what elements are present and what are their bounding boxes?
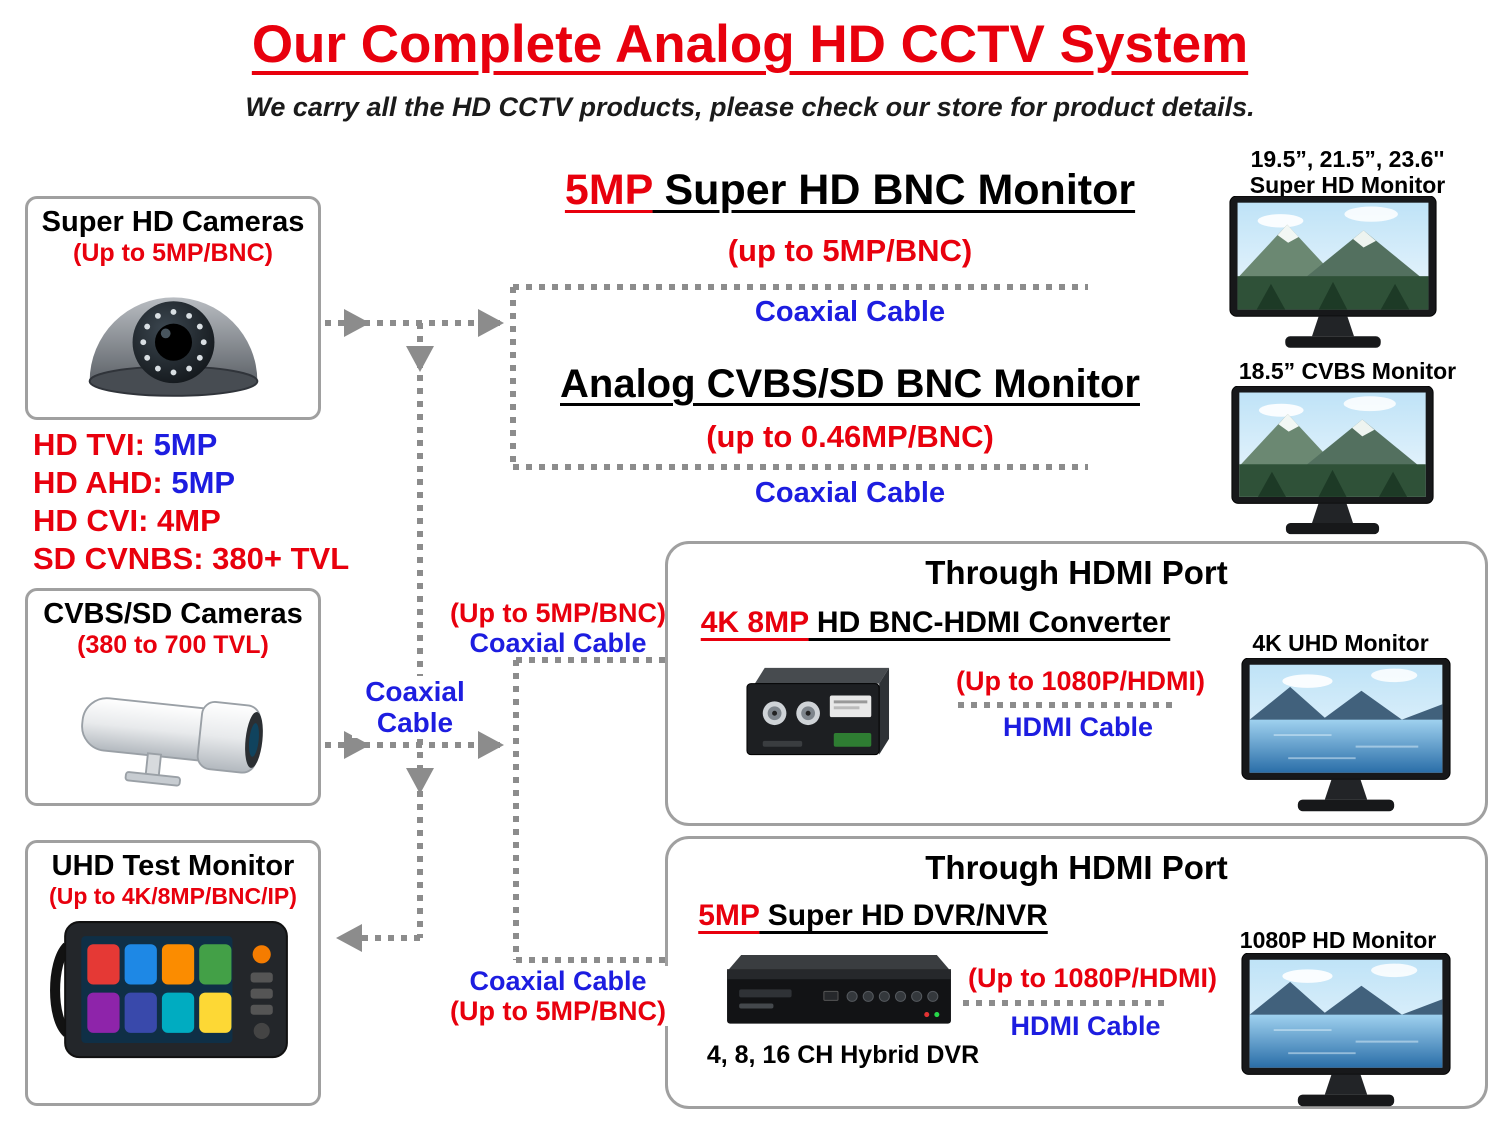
arrow-left-icon: [336, 924, 362, 952]
super-hd-monitor-label-line1: 19.5”, 21.5”, 23.6'': [1250, 146, 1445, 172]
bnc-monitor-heading-rest: Super HD BNC Monitor: [652, 166, 1136, 214]
through-hdmi-title-1: Through HDMI Port: [925, 554, 1228, 591]
cvbs-monitor-heading: Analog CVBS/SD BNC Monitor: [515, 362, 1185, 407]
junction-label-line1: Coaxial: [365, 676, 465, 707]
converter-heading-rest: HD BNC-HDMI Converter: [808, 606, 1171, 639]
super-hd-monitor-label-line2: Super HD Monitor: [1249, 172, 1446, 198]
hdmi-cable-label-2: HDMI Cable: [1010, 1011, 1161, 1041]
through-hdmi-title-2: Through HDMI Port: [925, 849, 1228, 886]
coaxial-cable-label-1: Coaxial Cable: [754, 296, 946, 328]
super-hd-monitor-label: 19.5”, 21.5”, 23.6'' Super HD Monitor: [1205, 146, 1490, 198]
uhd-test-monitor-title: UHD Test Monitor: [51, 850, 295, 882]
bnc-monitor-limit: (up to 5MP/BNC): [727, 233, 973, 268]
cvbs-monitor-image: [1230, 386, 1435, 535]
bottom-link-cable: Coaxial Cable: [469, 966, 647, 996]
super-hd-cameras-box: Super HD Cameras (Up to 5MP/BNC): [25, 196, 321, 420]
junction-label-line2: Cable: [376, 707, 454, 738]
converter-limit: (Up to 1080P/HDMI): [955, 666, 1206, 696]
arrow-right-icon: [478, 309, 504, 337]
bullet-camera-image: [80, 697, 263, 787]
coaxial-cable-label-2: Coaxial Cable: [754, 477, 946, 509]
camera-specs-list: HD TVI: 5MP HD AHD: 5MP HD CVI: 4MP SD C…: [33, 426, 349, 578]
cctv-tester-image: [50, 921, 288, 1059]
hd-monitor-label: 1080P HD Monitor: [1239, 927, 1437, 953]
super-hd-cameras-title: Super HD Cameras: [41, 206, 305, 238]
hybrid-dvr-image: [727, 955, 951, 1024]
spec-label: HD CVI:: [33, 503, 149, 538]
hdmi-cable-label-1: HDMI Cable: [1002, 712, 1154, 742]
cvbs-cameras-title: CVBS/SD Cameras: [43, 598, 303, 630]
bnc-hdmi-converter-image: [746, 667, 890, 756]
cvbs-monitor-label: 18.5” CVBS Monitor: [1238, 358, 1457, 384]
junction-label: Coaxial Cable: [352, 676, 478, 738]
cvbs-cameras-subtitle: (380 to 700 TVL): [77, 631, 269, 659]
cvbs-cameras-box: CVBS/SD Cameras (380 to 700 TVL): [25, 588, 321, 806]
dvr-heading: 5MP Super HD DVR/NVR: [683, 899, 1063, 933]
spec-row: HD CVI: 4MP: [33, 502, 349, 540]
uhd-monitor-image: [1240, 658, 1452, 812]
dvr-heading-rest: Super HD DVR/NVR: [759, 899, 1048, 932]
dvr-heading-highlight: 5MP: [698, 899, 760, 932]
cvbs-monitor-limit: (up to 0.46MP/BNC): [706, 419, 994, 454]
spec-value: 4MP: [157, 503, 221, 538]
hd-monitor-image: [1240, 953, 1452, 1107]
bottom-link-label: Coaxial Cable (Up to 5MP/BNC): [448, 966, 668, 1026]
uhd-test-monitor-box: UHD Test Monitor (Up to 4K/8MP/BNC/IP): [25, 840, 321, 1106]
uhd-test-monitor-subtitle: (Up to 4K/8MP/BNC/IP): [49, 883, 297, 909]
dvr-device-label: 4, 8, 16 CH Hybrid DVR: [706, 1041, 980, 1069]
mid-link-cable: Coaxial Cable: [469, 628, 647, 658]
page-title: Our Complete Analog HD CCTV System: [251, 15, 1249, 74]
uhd-monitor-label: 4K UHD Monitor: [1252, 630, 1429, 656]
dvr-limit: (Up to 1080P/HDMI): [967, 963, 1218, 993]
spec-value: 380+ TVL: [212, 541, 350, 576]
dvr-box: Through HDMI Port 5MP Super HD DVR/NVR 4…: [665, 836, 1488, 1109]
hdmi-converter-box: Through HDMI Port 4K 8MP HD BNC-HDMI Con…: [665, 541, 1488, 826]
super-hd-monitor-image: [1228, 196, 1438, 349]
page-subtitle: We carry all the HD CCTV products, pleas…: [245, 92, 1255, 122]
arrow-down-icon: [406, 768, 434, 794]
dome-camera-image: [88, 297, 258, 397]
spec-row: HD AHD: 5MP: [33, 464, 349, 502]
converter-heading-highlight: 4K 8MP: [700, 606, 809, 639]
mid-link-limit: (Up to 5MP/BNC): [450, 598, 666, 628]
spec-row: HD TVI: 5MP: [33, 426, 349, 464]
bnc-monitor-heading-highlight: 5MP: [564, 166, 653, 214]
mid-link-label: (Up to 5MP/BNC) Coaxial Cable: [450, 598, 666, 658]
super-hd-cameras-subtitle: (Up to 5MP/BNC): [73, 239, 273, 267]
spec-value: 5MP: [171, 465, 236, 500]
arrow-right-icon: [478, 731, 504, 759]
spec-value: 5MP: [153, 427, 218, 462]
cvbs-monitor-heading-text: Analog CVBS/SD BNC Monitor: [560, 362, 1140, 406]
spec-label: HD TVI:: [33, 427, 145, 462]
spec-label: SD CVNBS:: [33, 541, 204, 576]
bnc-monitor-heading: 5MP Super HD BNC Monitor: [520, 166, 1180, 215]
spec-label: HD AHD:: [33, 465, 163, 500]
arrow-right-icon: [344, 309, 370, 337]
bottom-link-limit: (Up to 5MP/BNC): [450, 996, 666, 1026]
spec-row: SD CVNBS: 380+ TVL: [33, 540, 349, 578]
converter-heading: 4K 8MP HD BNC-HDMI Converter: [683, 606, 1188, 640]
arrow-down-icon: [406, 346, 434, 372]
